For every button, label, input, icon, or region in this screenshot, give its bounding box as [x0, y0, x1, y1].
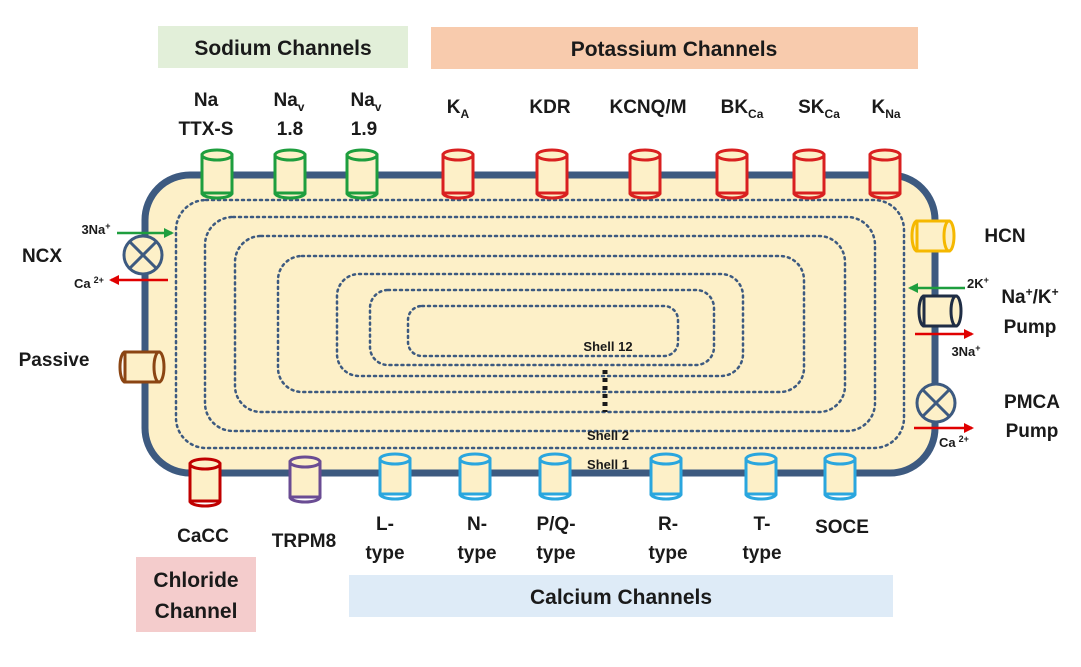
pq-type-channel-icon — [538, 452, 572, 501]
kcnqm-label: KCNQ/M — [609, 97, 686, 118]
n-type-label-line2: type — [457, 543, 496, 564]
kdr-channel-icon — [535, 148, 569, 200]
pmca-label-line2: Pump — [1006, 421, 1059, 442]
nak-pump-icon — [917, 294, 963, 328]
shell-1-label: Shell 1 — [587, 457, 629, 472]
soce-label: SOCE — [815, 517, 869, 538]
na-ttxs-label: Na — [194, 90, 219, 111]
chloride-header-box — [136, 557, 256, 632]
kna-label: KNa — [871, 97, 900, 121]
pq-type-label-line2: type — [536, 543, 575, 564]
shell-ring-2 — [203, 215, 877, 433]
kna-channel-icon — [868, 148, 902, 200]
kcnqm-channel-icon — [628, 148, 662, 200]
hcn-channel-icon — [910, 219, 956, 253]
sodium-labels: Na TTX-S Nav 1.8 Nav 1.9 — [179, 90, 382, 140]
pmca-label-line1: PMCA — [1004, 392, 1060, 413]
ncx-na-label: 3Na+ — [81, 221, 110, 237]
na-ttxs-channel-icon — [200, 148, 234, 200]
ncx-label: NCX — [22, 246, 62, 267]
pq-type-label-line1: P/Q- — [536, 514, 575, 535]
passive-channel-icon — [118, 350, 166, 384]
sodium-header-box — [158, 26, 408, 68]
ka-label: KA — [447, 97, 470, 121]
t-type-label-line1: T- — [754, 514, 771, 535]
hcn-label: HCN — [984, 226, 1025, 247]
nav19-label: Nav — [351, 90, 382, 114]
nav18-channel-icon — [273, 148, 307, 200]
nav18-label-line2: 1.8 — [277, 119, 303, 140]
potassium-labels: KA KDR KCNQ/M BKCa SKCa KNa — [447, 97, 901, 121]
nak-k-label: 2K+ — [967, 275, 989, 291]
nak-pump-label-line2: Pump — [1004, 317, 1057, 338]
nak-na-label: 3Na+ — [951, 343, 980, 359]
skca-channel-icon — [792, 148, 826, 200]
shell-ring-6 — [368, 288, 716, 367]
bkca-label: BKCa — [721, 97, 764, 121]
t-type-channel-icon — [744, 452, 778, 501]
na-ttxs-label-line2: TTX-S — [179, 119, 234, 140]
t-type-label-line2: type — [742, 543, 781, 564]
passive-label: Passive — [19, 350, 90, 371]
bkca-channel-icon — [715, 148, 749, 200]
shell-2-label: Shell 2 — [587, 428, 629, 443]
shell-ring-7 — [406, 304, 680, 358]
soce-channel-icon — [823, 452, 857, 501]
nav19-label-line2: 1.9 — [351, 119, 377, 140]
trpm8-channel-icon — [288, 455, 322, 504]
ka-channel-icon — [441, 148, 475, 200]
top-channels — [200, 148, 902, 200]
nav18-label: Nav — [274, 90, 305, 114]
skca-label: SKCa — [798, 97, 840, 121]
cacc-label: CaCC — [177, 526, 229, 547]
shell-ring-3 — [233, 234, 847, 414]
shell-ring-4 — [276, 254, 806, 394]
shell-12-label: Shell 12 — [583, 339, 632, 354]
bottom-channels — [188, 452, 857, 508]
potassium-header: Potassium Channels — [571, 38, 778, 61]
shell-ring-5 — [335, 272, 745, 378]
nak-pump-label-line1: Na+/K+ — [1001, 285, 1058, 308]
calcium-header-box — [349, 575, 893, 617]
chloride-header-line1: Chloride — [153, 569, 238, 592]
r-type-label-line1: R- — [658, 514, 678, 535]
cell-membrane — [141, 171, 939, 477]
n-type-label-line1: N- — [467, 514, 487, 535]
r-type-label-line2: type — [648, 543, 687, 564]
nav19-channel-icon — [345, 148, 379, 200]
calcium-header: Calcium Channels — [530, 586, 712, 609]
chloride-header-line2: Channel — [155, 600, 238, 623]
trpm8-label: TRPM8 — [272, 531, 336, 552]
shell-rings — [174, 198, 906, 450]
cacc-channel-icon — [188, 457, 222, 508]
l-type-channel-icon — [378, 452, 412, 501]
sodium-header: Sodium Channels — [194, 37, 371, 60]
l-type-label-line2: type — [365, 543, 404, 564]
shell-ring-1 — [174, 198, 906, 450]
potassium-header-box — [431, 27, 918, 69]
n-type-channel-icon — [458, 452, 492, 501]
l-type-label-line1: L- — [376, 514, 394, 535]
r-type-channel-icon — [649, 452, 683, 501]
na-k-pump: 2K+ 3Na+ — [908, 275, 989, 359]
bottom-labels: CaCC TRPM8 L- type N- type P/Q- type R- … — [177, 514, 869, 564]
kdr-label: KDR — [529, 97, 570, 118]
